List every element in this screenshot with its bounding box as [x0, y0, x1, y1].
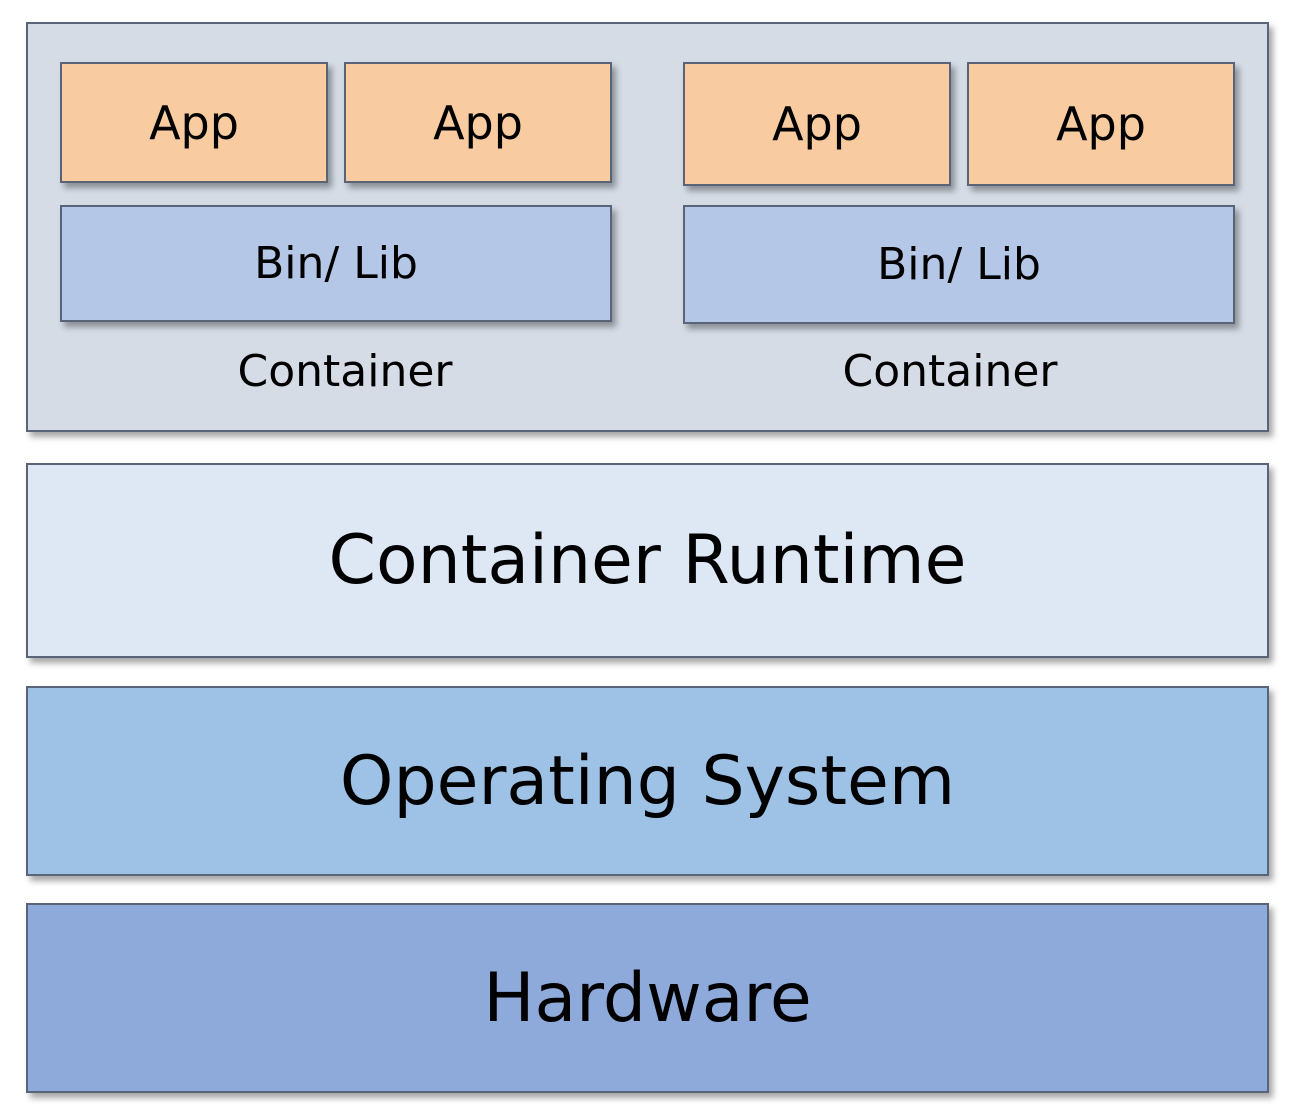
app-box: App [60, 62, 328, 183]
app-label: App [772, 97, 862, 151]
runtime-label: Container Runtime [328, 521, 967, 600]
binlib-box: Bin/ Lib [683, 205, 1235, 324]
binlib-box: Bin/ Lib [60, 205, 612, 322]
binlib-label: Bin/ Lib [254, 238, 418, 289]
hardware-label: Hardware [483, 958, 812, 1038]
app-label: App [149, 95, 239, 150]
container-label: Container [237, 346, 453, 397]
app-box: App [683, 62, 951, 186]
container-label: Container [842, 346, 1058, 397]
app-label: App [433, 95, 523, 150]
app-box: App [344, 62, 612, 183]
container-runtime-layer: Container Runtime [26, 463, 1269, 658]
app-box: App [967, 62, 1235, 186]
binlib-label: Bin/ Lib [877, 239, 1041, 290]
app-label: App [1056, 97, 1146, 151]
hardware-layer: Hardware [26, 903, 1269, 1093]
os-label: Operating System [339, 741, 956, 821]
operating-system-layer: Operating System [26, 686, 1269, 876]
